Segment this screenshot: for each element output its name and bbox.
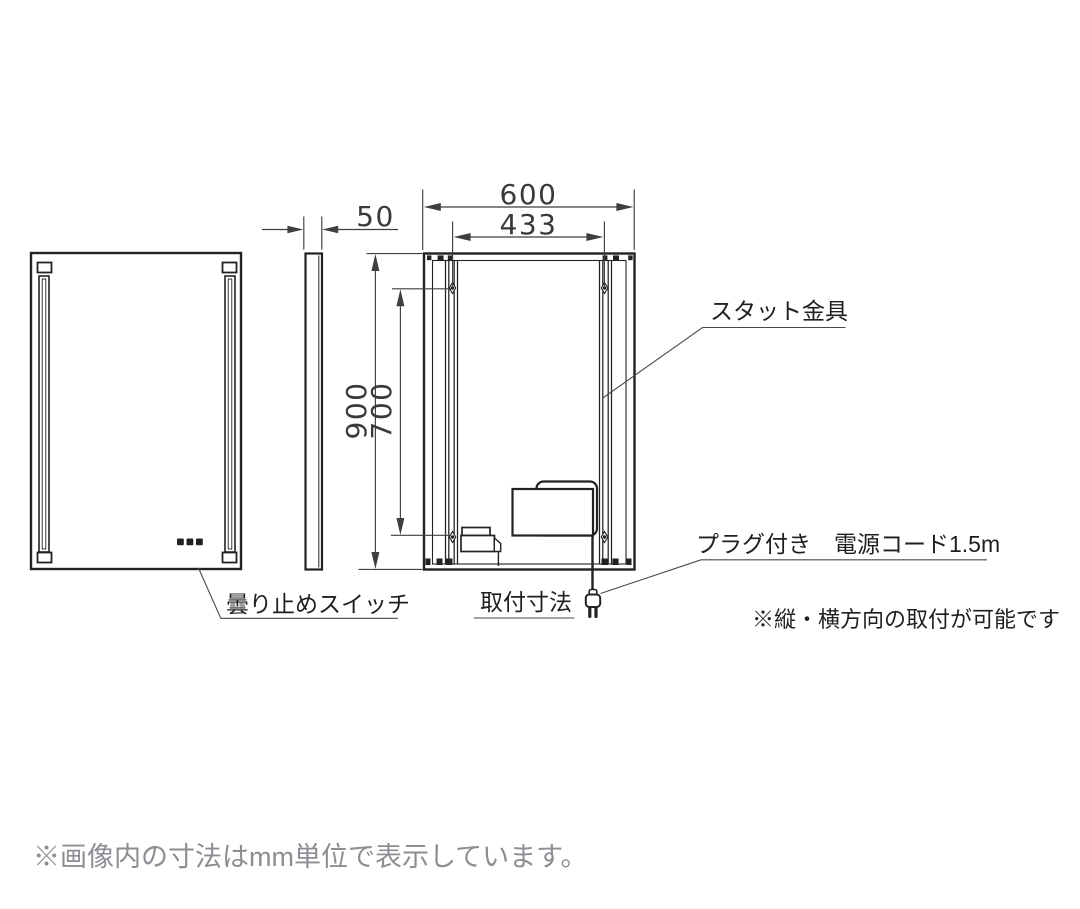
led-strip-right [221,261,238,564]
dimension-width-600: 600 [422,178,635,250]
label-stud-bracket: スタット金具 [603,298,848,398]
dim-text-outer-width: 600 [500,178,558,211]
power-cord-label: プラグ付き 電源コード1.5m [696,531,1000,557]
stud-bracket-rail-right [598,261,613,564]
back-view [422,252,636,618]
power-plug [584,588,602,618]
unit-footnote: ※画像内の寸法はmm単位で表示しています。 [33,842,587,872]
dimension-thickness-50: 50 [262,200,398,250]
label-mounting-dimension: 取付寸法 [474,589,575,619]
bracket-end-marks-bottom [425,558,632,565]
label-power-cord: プラグ付き 電源コード1.5m [600,531,1000,595]
dim-text-mount-height: 700 [365,382,398,440]
mounting-slot-bottom-right [600,530,609,544]
antifog-switch-label: 曇り止めスイッチ [226,591,410,617]
label-antifog-switch: 曇り止めスイッチ [197,567,410,619]
mirror-side-outline [304,252,324,571]
dimension-height-900: 900 [340,253,423,570]
bracket-end-marks-top [427,255,633,261]
stud-bracket-rail-left [444,261,459,564]
dim-text-outer-height: 900 [340,382,373,440]
antifog-switch-dots [177,538,203,546]
mounting-slot-top-left [448,281,457,295]
junction-box [460,526,502,566]
mirror-back-outline [422,252,636,571]
mounting-slot-top-right [600,281,609,295]
dim-text-thickness: 50 [356,200,395,233]
stud-bracket-label: スタット金具 [710,298,848,324]
dimension-mount-width-433: 433 [452,208,605,286]
front-view [29,251,243,571]
side-view [304,252,324,571]
mounting-slot-bottom-left [448,530,457,544]
orientation-note: ※縦・横方向の取付が可能です [752,607,1060,632]
mirror-front-outline [29,251,243,571]
dimension-mount-height-700: 700 [365,288,451,536]
led-strip-left [36,261,53,564]
driver-box [511,487,595,537]
mounting-dimension-label: 取付寸法 [480,589,572,615]
dim-text-mount-width: 433 [500,208,558,241]
